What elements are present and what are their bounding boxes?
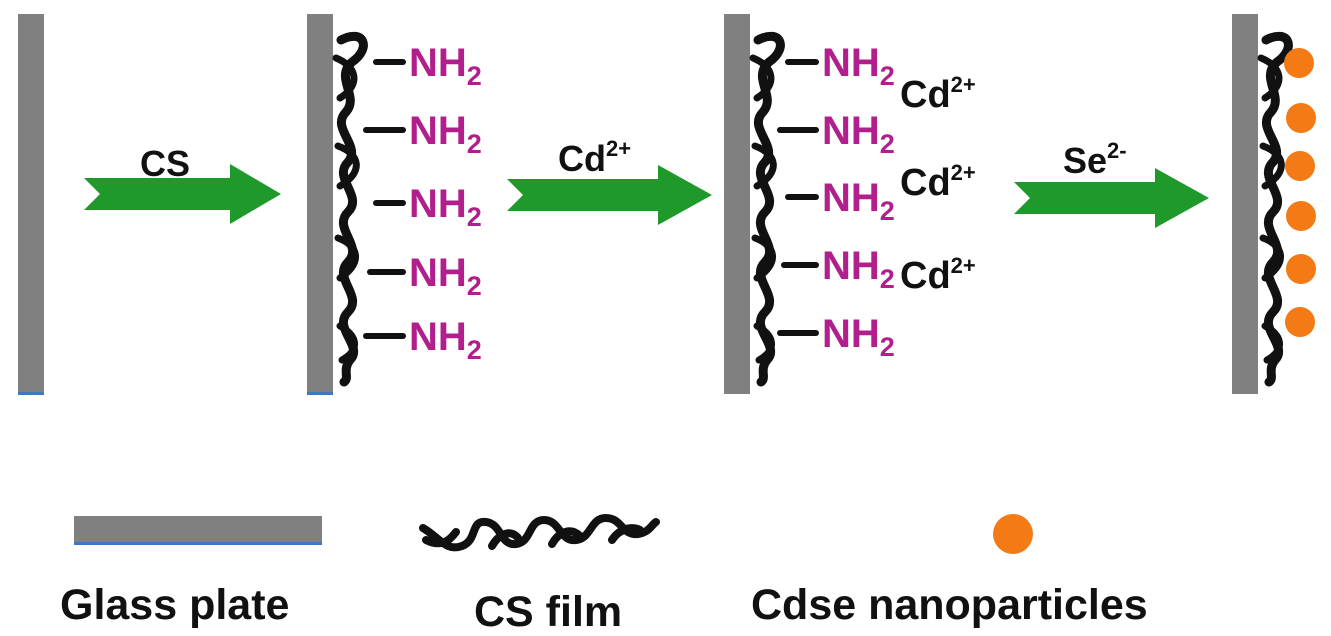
amine-label: NH2 bbox=[409, 41, 482, 91]
amine-label: NH2 bbox=[822, 244, 895, 294]
amine-label: NH2 bbox=[409, 251, 482, 301]
glass-plate bbox=[1232, 14, 1258, 394]
reagent-text: Cd bbox=[558, 138, 606, 179]
stage-1 bbox=[18, 14, 44, 395]
cadmium-ion-label: Cd2+ bbox=[900, 72, 976, 116]
reagent-label-cd: Cd2+ bbox=[558, 138, 631, 179]
amine-label: NH2 bbox=[822, 109, 895, 159]
legend-nanoparticle-swatch bbox=[993, 514, 1033, 554]
amine-label: NH2 bbox=[409, 315, 482, 365]
reaction-arrow-icon bbox=[1014, 168, 1209, 228]
amine-label: NH2 bbox=[822, 41, 895, 91]
glass-plate-edge bbox=[18, 392, 44, 395]
nanoparticle bbox=[1284, 48, 1314, 78]
glass-plate bbox=[724, 14, 750, 394]
legend-label-cs-film: CS film bbox=[474, 588, 623, 636]
reagent-label-se: Se2- bbox=[1063, 140, 1127, 181]
nanoparticle bbox=[1286, 103, 1316, 133]
stage-3 bbox=[724, 14, 819, 394]
reaction-arrow-icon bbox=[507, 165, 712, 225]
glass-plate bbox=[307, 14, 333, 394]
cs-film bbox=[336, 31, 368, 387]
reagent-text: CS bbox=[140, 143, 191, 184]
nanoparticle bbox=[1285, 151, 1315, 181]
cs-film bbox=[749, 54, 777, 364]
legend-glass-plate-edge bbox=[74, 542, 322, 545]
reagent-charge: 2- bbox=[1107, 138, 1127, 163]
glass-plate-edge bbox=[307, 392, 333, 395]
cs-film bbox=[1257, 54, 1285, 364]
cdse-nanoparticles bbox=[1284, 48, 1316, 337]
nanoparticle bbox=[1286, 254, 1316, 284]
cs-film bbox=[1261, 31, 1293, 387]
nanoparticle bbox=[1286, 201, 1316, 231]
cadmium-ion-label: Cd2+ bbox=[900, 160, 976, 204]
cs-film bbox=[332, 54, 360, 364]
amine-label: NH2 bbox=[822, 312, 895, 362]
cadmium-ion-label: Cd2+ bbox=[900, 253, 976, 297]
reagent-text: Se bbox=[1063, 140, 1108, 181]
reagent-charge: 2+ bbox=[606, 136, 632, 161]
legend-cs-film-swatch bbox=[419, 513, 660, 552]
amine-bonds bbox=[363, 59, 406, 339]
reagent-label-cs: CS bbox=[140, 146, 190, 182]
glass-plate bbox=[18, 14, 44, 394]
reaction-arrow-icon bbox=[84, 164, 281, 224]
cs-film bbox=[753, 31, 785, 387]
legend-glass-plate-swatch bbox=[74, 516, 322, 543]
nanoparticle bbox=[1285, 307, 1315, 337]
legend-label-glass-plate: Glass plate bbox=[60, 581, 290, 629]
amine-label: NH2 bbox=[409, 182, 482, 232]
stage-4 bbox=[1232, 14, 1316, 394]
stage-2 bbox=[307, 14, 406, 395]
amine-bonds bbox=[777, 59, 819, 336]
amine-label: NH2 bbox=[409, 109, 482, 159]
amine-label: NH2 bbox=[822, 176, 895, 226]
legend-label-nanoparticles: Cdse nanoparticles bbox=[751, 581, 1148, 629]
